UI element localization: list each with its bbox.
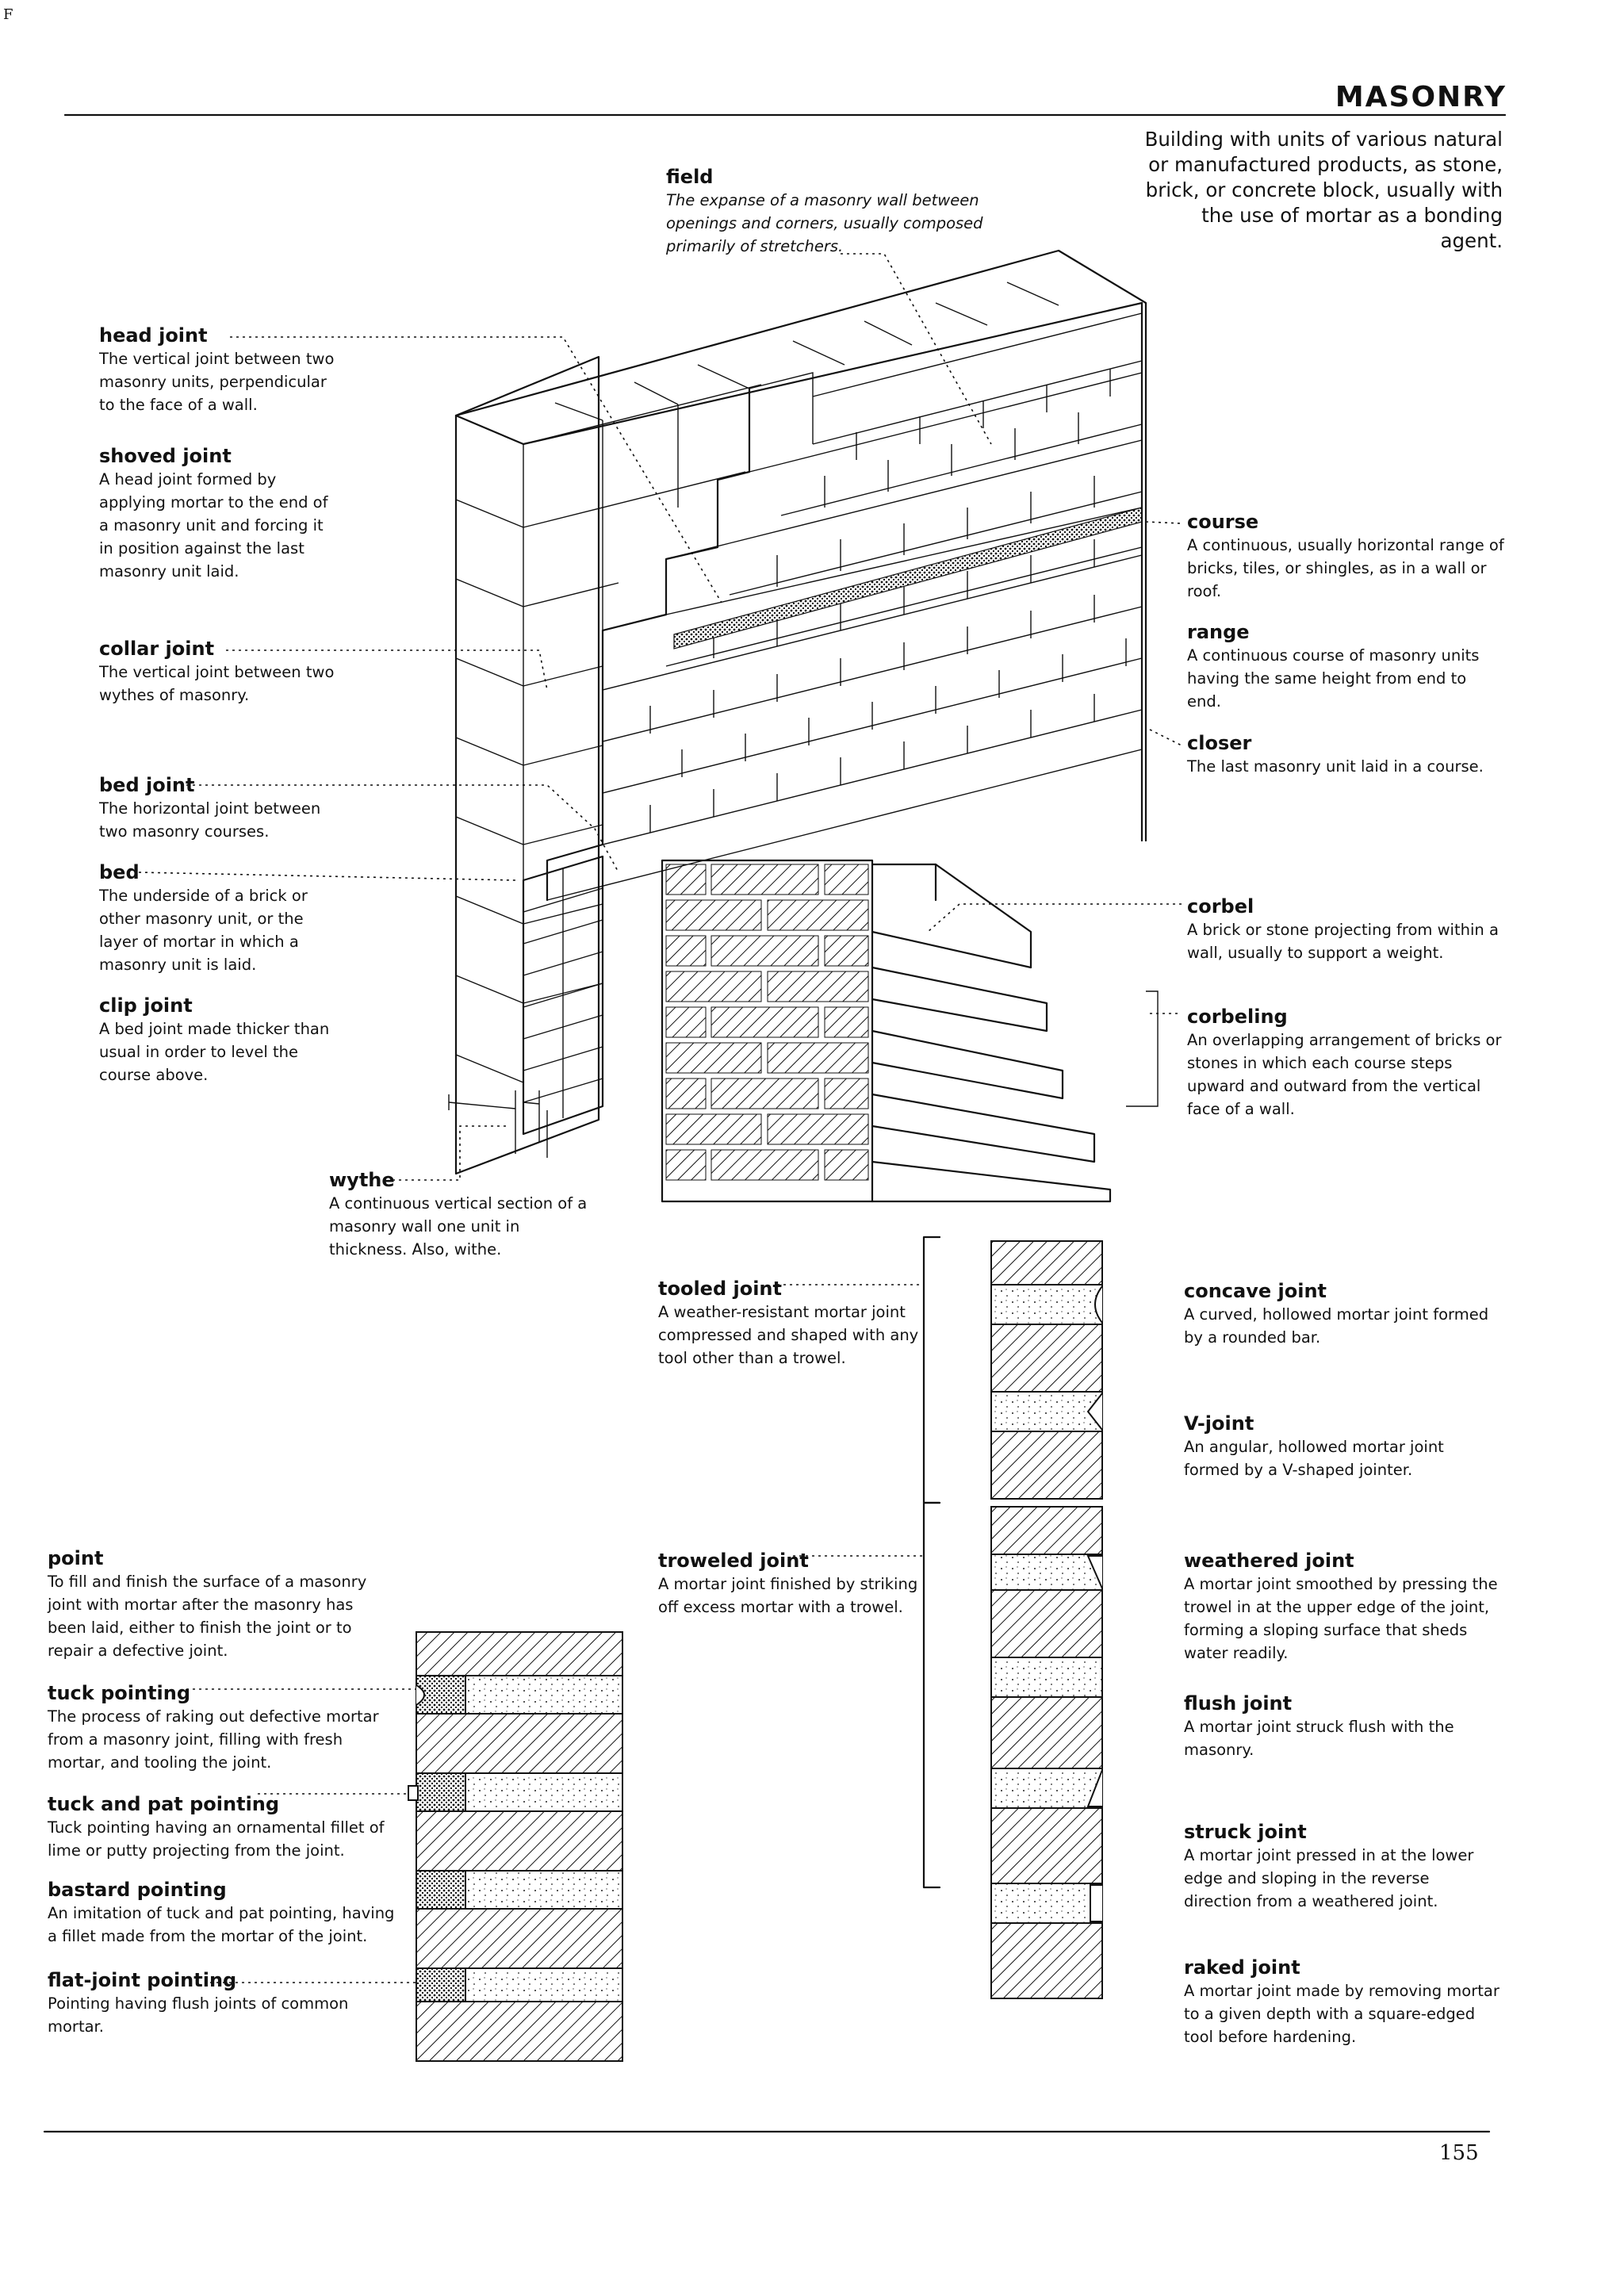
term-tooled-joint: tooled joint A weather-resistant mortar … <box>658 1277 928 1370</box>
term-shoved-joint: shoved joint A head joint formed by appl… <box>99 444 337 583</box>
term-closer: closer The last masonry unit laid in a c… <box>1187 731 1504 778</box>
term-definition: An imitation of tuck and pat pointing, h… <box>48 1904 395 1945</box>
term-label: troweled joint <box>658 1550 809 1572</box>
term-definition: A continuous course of masonry units hav… <box>1187 646 1480 711</box>
term-definition: A mortar joint smoothed by pressing the … <box>1184 1575 1498 1662</box>
term-definition: A mortar joint made by removing mortar t… <box>1184 1982 1500 2046</box>
masonry-wall-drawing <box>454 249 1147 1175</box>
term-flush-joint: flush joint A mortar joint struck flush … <box>1184 1692 1501 1761</box>
term-definition: A mortar joint finished by striking off … <box>658 1575 918 1616</box>
term-corbel: corbel A brick or stone projecting from … <box>1187 895 1504 964</box>
term-definition: The process of raking out defective mort… <box>48 1707 379 1772</box>
term-label: bastard pointing <box>48 1879 227 1901</box>
pointing-sections <box>408 1631 623 2062</box>
term-definition: A continuous vertical section of a mason… <box>329 1194 588 1259</box>
term-tuck-pointing: tuck pointing The process of raking out … <box>48 1681 389 1774</box>
term-label: point <box>48 1547 104 1569</box>
term-raked-joint: raked joint A mortar joint made by remov… <box>1184 1956 1501 2048</box>
term-label: struck joint <box>1184 1821 1307 1843</box>
term-head-joint: head joint The vertical joint between tw… <box>99 324 337 416</box>
term-label: collar joint <box>99 638 215 660</box>
term-label: tuck pointing <box>48 1682 191 1704</box>
term-definition: A bed joint made thicker than usual in o… <box>99 1020 330 1084</box>
term-troweled-joint: troweled joint A mortar joint finished b… <box>658 1549 928 1619</box>
term-label: shoved joint <box>99 445 232 467</box>
term-range: range A continuous course of masonry uni… <box>1187 620 1504 713</box>
term-collar-joint: collar joint The vertical joint between … <box>99 637 337 707</box>
term-definition: A head joint formed by applying mortar t… <box>99 470 328 580</box>
term-label: weathered joint <box>1184 1550 1354 1572</box>
leader-lines <box>138 253 1182 1983</box>
term-definition: A brick or stone projecting from within … <box>1187 921 1499 962</box>
term-definition: The underside of a brick or other masonr… <box>99 887 308 974</box>
page-number: 155 <box>1439 2141 1479 2165</box>
intro-text: Building with units of various natural o… <box>1144 128 1503 252</box>
term-label: flat-joint pointing <box>48 1969 237 1991</box>
term-definition: The horizontal joint between two masonry… <box>99 799 321 841</box>
margin-mark: F <box>3 6 13 23</box>
term-weathered-joint: weathered joint A mortar joint smoothed … <box>1184 1549 1501 1665</box>
corbel-drawing <box>661 859 1112 1203</box>
term-definition: A continuous, usually horizontal range o… <box>1187 536 1504 600</box>
term-course: course A continuous, usually horizontal … <box>1187 510 1504 603</box>
term-label: head joint <box>99 324 208 347</box>
term-concave-joint: concave joint A curved, hollowed mortar … <box>1184 1279 1501 1349</box>
term-bed: bed The underside of a brick or other ma… <box>99 860 337 976</box>
page-title: MASONRY <box>1335 81 1507 113</box>
term-point: point To fill and finish the surface of … <box>48 1546 381 1662</box>
term-label: range <box>1187 621 1250 643</box>
term-label: flush joint <box>1184 1692 1293 1715</box>
term-tuck-and-pat-pointing: tuck and pat pointing Tuck pointing havi… <box>48 1792 396 1862</box>
term-definition: To fill and finish the surface of a maso… <box>48 1573 367 1660</box>
term-label: corbeling <box>1187 1006 1288 1028</box>
term-clip-joint: clip joint A bed joint made thicker than… <box>99 994 337 1086</box>
term-v-joint: V-joint An angular, hollowed mortar join… <box>1184 1412 1501 1481</box>
term-definition: The vertical joint between two wythes of… <box>99 663 335 704</box>
term-definition: A weather-resistant mortar joint compres… <box>658 1303 919 1367</box>
term-definition: An angular, hollowed mortar joint formed… <box>1184 1438 1444 1479</box>
term-bastard-pointing: bastard pointing An imitation of tuck an… <box>48 1878 404 1948</box>
term-bed-joint: bed joint The horizontal joint between t… <box>99 773 337 843</box>
term-label: concave joint <box>1184 1280 1327 1302</box>
term-label: tuck and pat pointing <box>48 1793 280 1815</box>
term-definition: A mortar joint pressed in at the lower e… <box>1184 1846 1474 1910</box>
term-label: wythe <box>329 1169 395 1191</box>
term-definition: An overlapping arrangement of bricks or … <box>1187 1031 1502 1118</box>
term-label: bed joint <box>99 774 195 796</box>
term-struck-joint: struck joint A mortar joint pressed in a… <box>1184 1820 1501 1913</box>
term-definition: The expanse of a masonry wall between op… <box>666 191 983 255</box>
term-label: field <box>666 166 714 188</box>
term-label: bed <box>99 861 140 883</box>
term-definition: The last masonry unit laid in a course. <box>1187 757 1484 776</box>
term-corbeling: corbeling An overlapping arrangement of … <box>1187 1005 1504 1121</box>
term-field: field The expanse of a masonry wall betw… <box>666 165 999 258</box>
term-definition: A curved, hollowed mortar joint formed b… <box>1184 1305 1489 1347</box>
joint-sections <box>922 1236 1103 1999</box>
term-label: tooled joint <box>658 1278 782 1300</box>
term-label: closer <box>1187 732 1252 754</box>
term-wythe: wythe A continuous vertical section of a… <box>329 1168 599 1261</box>
term-label: course <box>1187 511 1259 533</box>
term-label: raked joint <box>1184 1956 1300 1979</box>
term-label: corbel <box>1187 895 1254 918</box>
term-label: V-joint <box>1184 1412 1254 1435</box>
term-label: clip joint <box>99 994 193 1017</box>
term-definition: The vertical joint between two masonry u… <box>99 350 335 414</box>
term-definition: Tuck pointing having an ornamental fille… <box>48 1818 385 1860</box>
term-flat-joint-pointing: flat-joint pointing Pointing having flus… <box>48 1968 381 2038</box>
term-definition: Pointing having flush joints of common m… <box>48 1994 349 2036</box>
term-definition: A mortar joint struck flush with the mas… <box>1184 1718 1454 1759</box>
